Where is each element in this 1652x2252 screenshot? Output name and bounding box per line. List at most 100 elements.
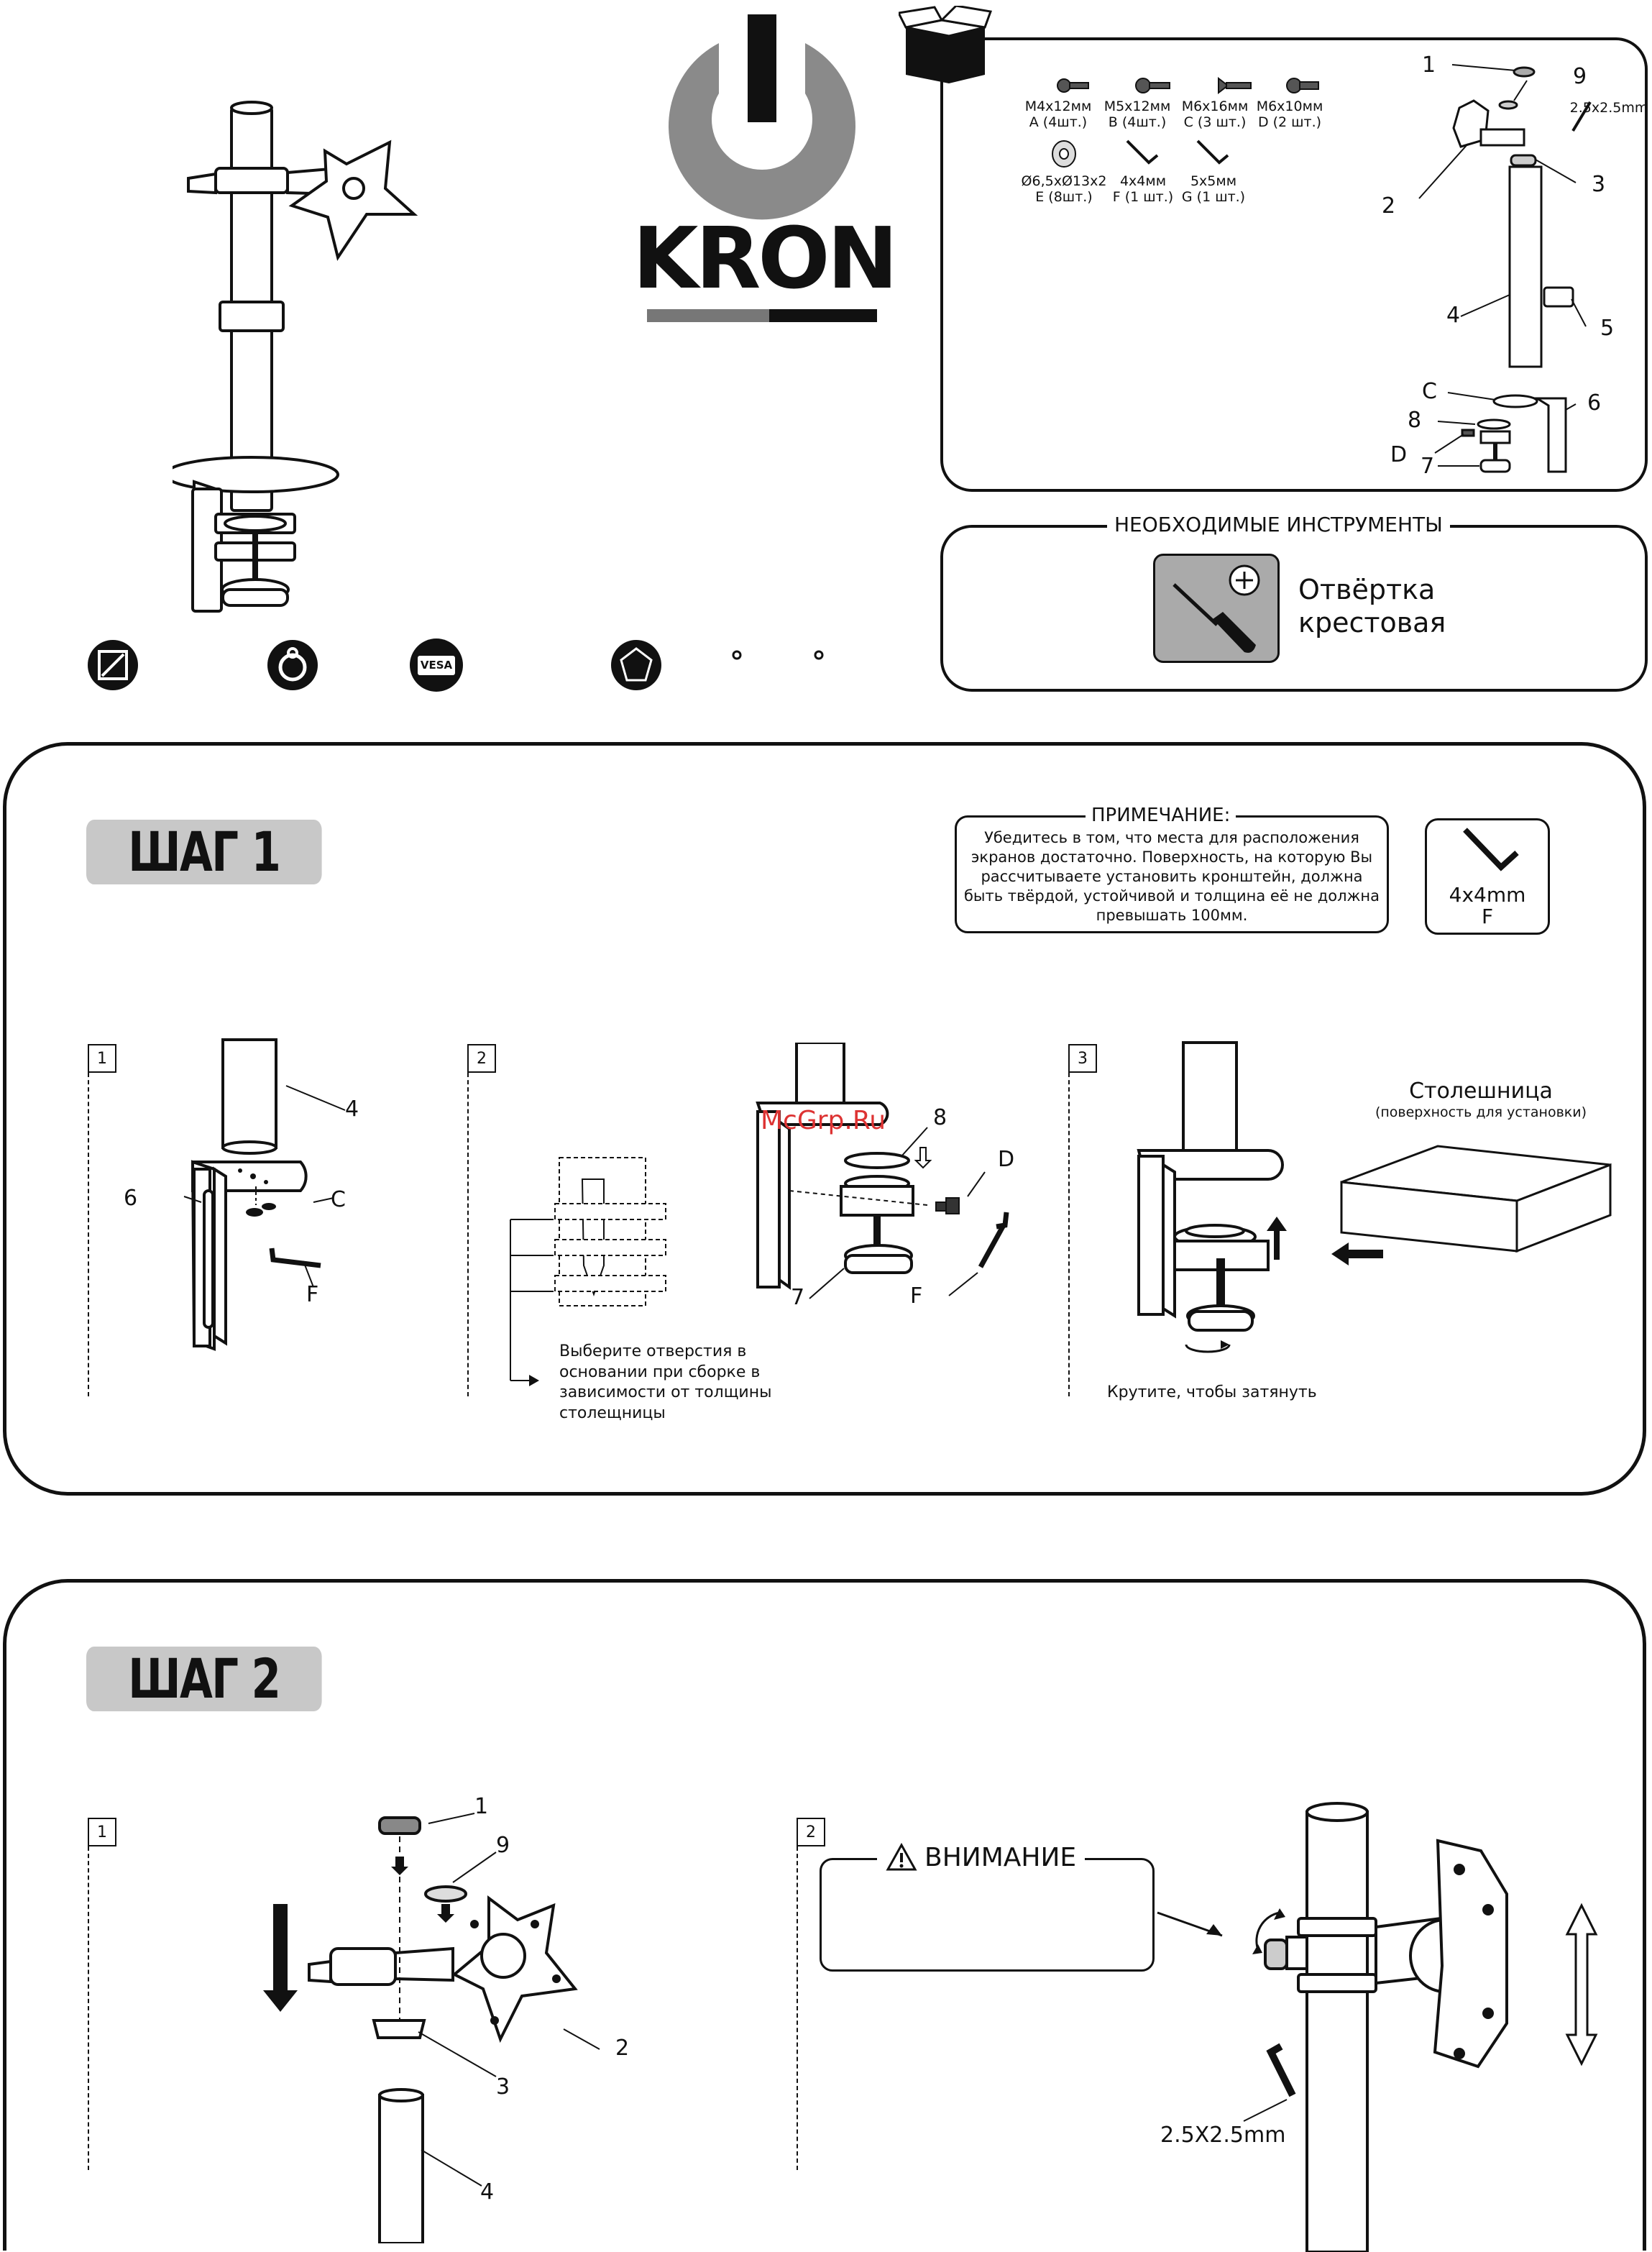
sub1-label-f: F [306, 1282, 319, 1307]
caption-line: столещницы [559, 1404, 666, 1422]
vesa-icon-label: VESA [417, 655, 456, 675]
product-overview-illustration [173, 101, 418, 613]
sub1-label-c: C [331, 1187, 346, 1212]
step2-panel [3, 1579, 1646, 2251]
sub2-label-7: 7 [791, 1285, 805, 1310]
degree-mark-icon [814, 650, 824, 660]
step1-sub2-divider [467, 1073, 469, 1396]
note-line: экранов достаточно. Поверхность, на кото… [970, 848, 1373, 866]
weight-icon [267, 640, 318, 690]
step2-sub2-divider [797, 1846, 798, 2170]
step1-note-text: Убедитесь в том, что места для расположе… [960, 828, 1383, 925]
screw-a-qty: A (4шт.) [1029, 114, 1088, 130]
key-g-qty: G (1 шт.) [1181, 189, 1246, 205]
sub2-label-f: F [910, 1283, 923, 1309]
note-line: быть твёрдой, устойчивой и толщина её не… [963, 887, 1380, 905]
s2-sub1-label-2: 2 [615, 2036, 630, 2061]
step1-sub1-number: 1 [88, 1044, 116, 1073]
sub2-label-d: D [998, 1147, 1015, 1172]
warning-triangle-icon [886, 1843, 917, 1871]
tabletop-title: Столешница [1409, 1079, 1553, 1104]
part-1-label: 1 [1422, 52, 1436, 78]
step1-sub2-illustration [756, 1043, 1009, 1299]
part-5-label: 5 [1600, 316, 1615, 341]
step1-sub2-caption: Выберите отверстия в основании при сборк… [559, 1342, 771, 1424]
caption-line: основании при сборке в [559, 1363, 761, 1381]
note-line: рассчитываете установить кронштейн, долж… [981, 868, 1363, 885]
step2-sub1-illustration [263, 1813, 600, 2243]
step1-sub1-illustration [183, 1038, 346, 1351]
kron-logo-mark [647, 14, 877, 322]
part-9-label: 9 [1573, 64, 1587, 89]
step1-sub1-divider [88, 1073, 89, 1396]
box-contents-panel [940, 37, 1648, 492]
s2-sub1-label-4: 4 [480, 2179, 495, 2205]
step1-tool-box [1425, 818, 1550, 935]
step1-sub2-number: 2 [467, 1044, 496, 1073]
s2-sub1-label-3: 3 [496, 2074, 510, 2100]
brand-name: KRON [633, 209, 898, 308]
warning-title-wrap: ВНИМАНИЕ [877, 1839, 1086, 1875]
screen-size-icon [88, 640, 138, 690]
screw-b-size: M5x12мм [1103, 99, 1171, 114]
key-g-size: 5x5мм [1190, 173, 1237, 189]
degree-mark-icon [732, 650, 742, 660]
screw-c-qty: C (3 шт.) [1183, 114, 1247, 130]
phillips-screwdriver-icon [1173, 564, 1260, 653]
screw-c-size: M6x16мм [1181, 99, 1249, 114]
step1-panel [3, 742, 1646, 1496]
part-6-label: 6 [1587, 390, 1602, 416]
part-4-label: 4 [1446, 303, 1461, 328]
part-7-label: 7 [1421, 454, 1435, 479]
step1-tag: ШАГ 1 [86, 820, 322, 884]
part-3-label: 3 [1592, 172, 1606, 197]
step1-sub3-illustration [1137, 1041, 1287, 1353]
caption-line: зависимости от толщины [559, 1383, 772, 1402]
step1-tool-size: 4x4mm [1449, 883, 1526, 907]
screw-icons [1057, 76, 1319, 95]
sub2-label-8: 8 [933, 1105, 947, 1130]
tabletop-subtitle: (поверхность для установки) [1375, 1104, 1587, 1120]
step2-sub1-divider [88, 1846, 89, 2170]
tabletop-illustration [1331, 1145, 1612, 1265]
tool-name-line2: крестовая [1298, 607, 1446, 638]
washer-e-qty: E (8шт.) [1035, 189, 1093, 205]
step2-sub2-illustration [1157, 1802, 1598, 2252]
key-2.5-label: 2.5x2.5mm [1569, 100, 1648, 116]
exploded-parts-diagram [1418, 64, 1592, 473]
part-c-label: C [1422, 379, 1437, 404]
note-line: Убедитесь в том, что места для расположе… [984, 829, 1359, 846]
screw-d-qty: D (2 шт.) [1257, 114, 1322, 130]
tools-panel-title: НЕОБХОДИМЫЕ ИНСТРУМЕНТЫ [1107, 511, 1450, 539]
step2-tag: ШАГ 2 [86, 1647, 322, 1711]
step2-sub1-number: 1 [88, 1818, 116, 1846]
tool-name-line1: Отвёртка [1298, 574, 1436, 605]
step2-sub2-number: 2 [797, 1818, 825, 1846]
key-f-size: 4x4мм [1119, 173, 1167, 189]
s2-sub1-label-9: 9 [496, 1833, 510, 1858]
screw-d-size: M6x10мм [1256, 99, 1323, 114]
watermark: McGrp.Ru [761, 1106, 886, 1135]
part-8-label: 8 [1408, 408, 1422, 433]
key-size-label: 2.5X2.5mm [1160, 2123, 1286, 2148]
tools-panel [940, 525, 1648, 692]
s2-sub1-label-1: 1 [474, 1794, 489, 1819]
note-line: превышать 100мм. [1096, 907, 1248, 924]
step1-sub3-number: 3 [1068, 1044, 1097, 1073]
hex-key-icon [1463, 828, 1519, 871]
key-f-qty: F (1 шт.) [1112, 189, 1174, 205]
screw-a-size: M4x12мм [1024, 99, 1092, 114]
warning-title: ВНИМАНИЕ [924, 1842, 1077, 1872]
part-d-label: D [1390, 442, 1408, 467]
step1-tool-letter: F [1481, 905, 1494, 928]
screwdriver-tile [1153, 554, 1280, 663]
caption-line: Выберите отверстия в [559, 1342, 747, 1360]
step1-sub3-divider [1068, 1073, 1070, 1396]
rotation-icon [611, 640, 661, 690]
washer-e-size: Ø6,5xØ13x2 [1021, 173, 1107, 189]
step1-sub2-hole-diagram [510, 1157, 666, 1386]
sub1-label-6: 6 [124, 1186, 138, 1211]
sub1-label-4: 4 [345, 1097, 359, 1122]
washer-and-key-icons [1052, 139, 1229, 168]
box-icon [899, 6, 992, 83]
